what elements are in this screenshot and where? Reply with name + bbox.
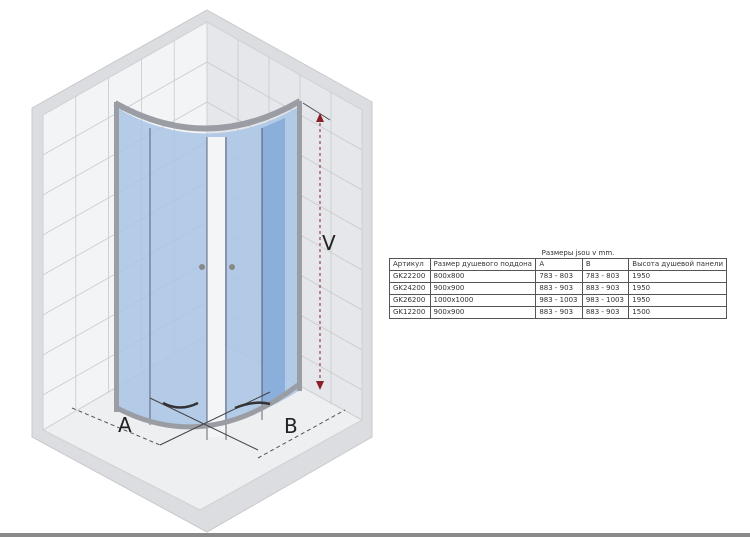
dimension-b-line [257,409,346,459]
table-cell: 900x900 [429,306,537,319]
glass-side-panel [262,118,285,405]
table-cell: 883 - 903 [581,282,630,295]
header-cell: A [535,258,583,271]
label-a: A [118,413,132,437]
header-cell: B [581,258,630,271]
header-cell: Артикул [389,258,431,271]
right-profile [297,101,302,391]
door-handle-icon [199,264,205,270]
left-profile [114,102,119,412]
table-cell: 800x800 [429,270,537,283]
table-cell: 1950 [628,282,727,295]
bottom-divider [0,533,750,537]
door-swing-arrow-icon [234,401,271,410]
table-cell: 900x900 [429,282,537,295]
dimension-a-line [71,407,161,446]
table-cell: 783 - 803 [535,270,583,283]
door-handle-icon [229,264,235,270]
header-cell: Размер душевого поддона [429,258,537,271]
table-cell: GK12200 [389,306,431,319]
top-frame [113,98,302,132]
dimensions-table: Артикул Размер душевого поддона A B Высо… [389,258,727,319]
door-swing-arrow-icon [162,401,199,409]
table-caption: Размеры jsou v mm. [541,249,615,257]
table-cell: GK22200 [389,270,431,283]
table-cell: 1500 [628,306,727,319]
door-opening [207,137,225,437]
table-cell: 1950 [628,270,727,283]
table-cell: 883 - 903 [581,306,630,319]
label-v: V [322,231,336,255]
table-cell: 883 - 903 [535,306,583,319]
table-cell: GK26200 [389,294,431,307]
dimensions-table-section: Размеры jsou v mm. Артикул Размер душево… [389,248,727,319]
table-cell: 1950 [628,294,727,307]
table-cell: 883 - 903 [535,282,583,295]
table-header-row: Артикул Размер душевого поддона A B Высо… [389,258,727,271]
label-b: B [284,414,298,438]
table-cell: 983 - 1003 [535,294,583,307]
header-cell: Высота душевой панели [628,258,727,271]
table-cell: 1000x1000 [429,294,537,307]
table-cell: 983 - 1003 [581,294,630,307]
shower-enclosure-diagram: V A B [31,9,373,533]
table-cell: 783 - 803 [581,270,630,283]
table-cell: GK24200 [389,282,431,295]
